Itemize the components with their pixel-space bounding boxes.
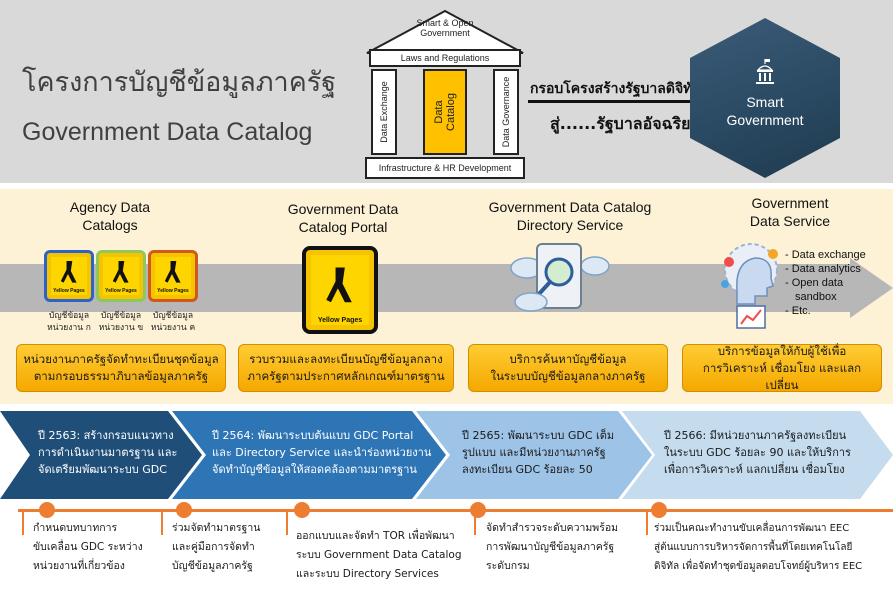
bullet-sandbox: sandbox — [795, 291, 837, 303]
yellow-pages-icon: Yellow Pages — [148, 250, 198, 302]
framework-temple-diagram: Smart & Open Government Laws and Regulat… — [363, 9, 527, 181]
yellow-pages-icon: Yellow Pages — [44, 250, 94, 302]
milestone-2-text: ร่วมจัดทำมาตรฐาน และคู่มือการจัดทำ บัญชี… — [172, 522, 261, 572]
phase-chevron-2566 — [622, 411, 893, 499]
temple-roof-label: Smart & Open Government — [416, 18, 474, 38]
phase-2564-text: ปี 2564: พัฒนาระบบต้นแบบ GDC Portal และ … — [212, 429, 432, 476]
milestone-dot — [39, 502, 55, 518]
yellow-pages-portal-icon: Yellow Pages — [302, 246, 378, 334]
milestone-dot — [294, 502, 310, 518]
portal-description-pill: รวบรวมและลงทะเบียนบัญชีข้อมูลกลางภาครัฐต… — [238, 344, 454, 392]
milestone-dot — [651, 502, 667, 518]
timeline-tick — [286, 509, 288, 535]
timeline-tick — [646, 509, 648, 535]
milestone-3-text: ออกแบบและจัดทำ TOR เพื่อพัฒนา ระบบ Gover… — [296, 530, 462, 580]
milestone-4-text: จัดทำสำรวจระดับความพร้อม การพัฒนาบัญชีข้… — [486, 522, 619, 572]
yellow-pages-icon: Yellow Pages — [96, 250, 146, 302]
government-building-icon — [756, 59, 774, 84]
temple-column-center: Data Catalog — [423, 69, 467, 155]
temple-column-left: Data Exchange — [371, 69, 397, 155]
smart-government-hexagon: Smart Government — [690, 18, 840, 178]
agency-caption-c: บัญชีข้อมูล หน่วยงาน ค — [150, 311, 196, 333]
temple-base: Infrastructure & HR Development — [365, 157, 525, 179]
milestone-dot — [470, 502, 486, 518]
data-service-description-pill: บริการข้อมูลให้กับผู้ใช้เพื่อการวิเคราะห… — [682, 344, 882, 392]
phase-2565-text: ปี 2565: พัฒนาระบบ GDC เต็ม รูปแบบ และมี… — [462, 429, 615, 476]
phase-chevron-2563 — [0, 411, 202, 499]
portal-title: Government Data Catalog Portal — [287, 201, 399, 235]
milestone-1-text: กำหนดบทบาทการ ขับเคลื่อน GDC ระหว่าง หน่… — [33, 522, 143, 572]
bullet-data-analytics: Data analytics — [785, 263, 866, 276]
data-analytics-head-icon — [721, 243, 778, 329]
agency-caption-b: บัญชีข้อมูล หน่วยงาน ข — [98, 311, 144, 333]
bullet-open-data: Open data — [785, 277, 866, 290]
magnifier-cloud-icon — [510, 243, 610, 312]
framework-caption-line2: สู่......รัฐบาลอัจฉริยะ — [550, 114, 700, 133]
timeline-line — [18, 509, 893, 512]
timeline-tick — [161, 509, 163, 535]
phase-2563-text: ปี 2563: สร้างกรอบแนวทาง การดำเนินงานมาต… — [38, 429, 178, 476]
bullet-etc: Etc. — [785, 305, 866, 318]
milestone-dot — [176, 502, 192, 518]
phase-chevron-2564 — [172, 411, 446, 499]
temple-column-right: Data Governance — [493, 69, 519, 155]
framework-caption-line1: กรอบโครงสร้างรัฐบาลดิจิทัล — [530, 81, 701, 97]
timeline-tick — [474, 509, 476, 535]
smart-government-label: Smart Government — [726, 94, 804, 128]
page-title-english: Government Data Catalog — [22, 118, 313, 146]
temple-beam: Laws and Regulations — [369, 49, 521, 67]
phase-chevron-2565 — [416, 411, 652, 499]
agency-catalogs-title: Agency Data Catalogs — [69, 199, 151, 233]
header-band: โครงการบัญชีข้อมูลภาครัฐ Government Data… — [0, 0, 893, 183]
bullet-data-exchange: Data exchange — [785, 249, 866, 262]
directory-service-title: Government Data Catalog Directory Servic… — [488, 199, 652, 233]
phase-2566-text: ปี 2566: มีหน่วยงานภาครัฐลงทะเบียน ในระบ… — [664, 429, 851, 476]
milestone-5-text: ร่วมเป็นคณะทำงานขับเคลื่อนการพัฒนา EEC ส… — [654, 523, 863, 572]
flow-arrow-band — [0, 258, 893, 318]
data-service-bullets: Data exchange Data analytics Open data s… — [785, 249, 866, 319]
timeline-tick — [22, 509, 24, 535]
agency-caption-a: บัญชีข้อมูล หน่วยงาน ก — [47, 311, 91, 333]
data-service-title: Government Data Service — [749, 195, 831, 229]
agency-description-pill: หน่วยงานภาครัฐจัดทำทะเบียนชุดข้อมูลตามกร… — [16, 344, 226, 392]
page-title-thai: โครงการบัญชีข้อมูลภาครัฐ — [22, 67, 337, 98]
timeline-chevrons — [0, 411, 893, 499]
directory-description-pill: บริการค้นหาบัญชีข้อมูลในระบบบัญชีข้อมูลก… — [468, 344, 668, 392]
framework-arrow-line — [528, 100, 698, 103]
